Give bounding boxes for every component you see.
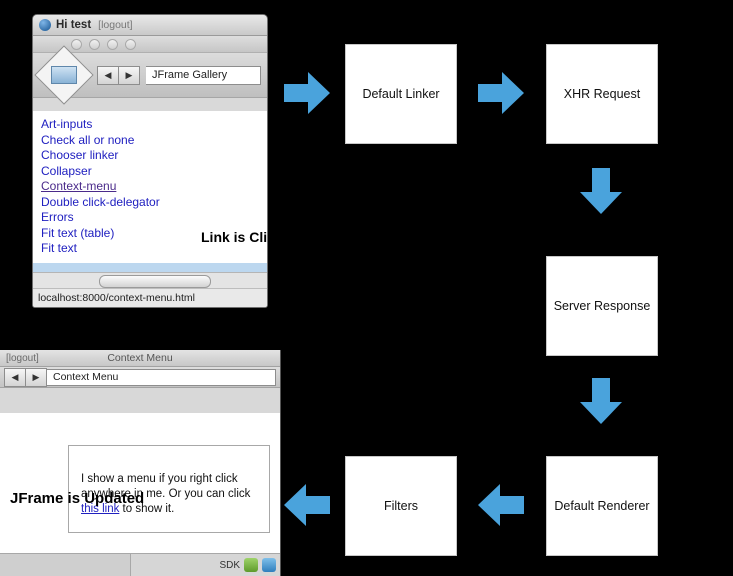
window2-toolbar: ◀ ▶ Context Menu	[0, 367, 280, 388]
status-url: localhost:8000/context-menu.html	[38, 292, 196, 304]
status-indicator-blue-icon[interactable]	[262, 558, 276, 572]
flow-box-label: Default Renderer	[554, 499, 650, 513]
flow-box-default-linker[interactable]: Default Linker	[345, 44, 457, 144]
horizontal-scrollbar[interactable]	[33, 272, 267, 289]
back-button[interactable]: ◀	[4, 367, 26, 387]
flow-box-label: Default Linker	[362, 87, 440, 101]
status-indicator-green-icon[interactable]	[244, 558, 258, 572]
gallery-link[interactable]: Chooser linker	[41, 148, 119, 162]
scrollbar-thumb[interactable]	[99, 275, 211, 288]
browser-window-top: Hi test [logout] ◀ ▶ JFrame Gallery Art-…	[32, 14, 268, 308]
address-bar[interactable]: JFrame Gallery	[146, 65, 261, 85]
window1-titlebar: Hi test [logout]	[33, 15, 267, 36]
arrow-right-2	[478, 72, 524, 114]
demo-text-part1: I show a menu if you right click anywher…	[81, 473, 251, 500]
window1-title: Hi test	[56, 19, 92, 31]
status-bar: localhost:8000/context-menu.html	[33, 288, 267, 307]
arrow-left-2	[284, 484, 330, 526]
window2-bottom-bar: SDK	[0, 553, 280, 576]
toolbar-dot-icon[interactable]	[89, 38, 100, 50]
window1-highlight-bar	[33, 263, 267, 273]
gallery-link-context-menu[interactable]: Context-menu	[41, 179, 117, 193]
gallery-link[interactable]: Double click-delegator	[41, 194, 160, 209]
arrow-right-1	[284, 72, 330, 114]
demo-inline-link[interactable]: this link	[81, 503, 120, 515]
breadcrumb[interactable]: Context Menu	[47, 368, 276, 386]
flow-box-default-renderer[interactable]: Default Renderer	[546, 456, 658, 556]
window2-page-content: I show a menu if you right click anywher…	[0, 413, 280, 533]
context-menu-demo-box[interactable]: I show a menu if you right click anywher…	[68, 445, 270, 533]
flow-box-server-response[interactable]: Server Response	[546, 256, 658, 356]
arrow-down-1	[580, 168, 622, 214]
arrow-down-2	[580, 378, 622, 424]
logout-link[interactable]: [logout]	[98, 19, 133, 31]
gallery-link[interactable]: Fit text (table)	[41, 225, 115, 240]
callout-link-is-click: Link is Click	[201, 229, 268, 245]
sdk-label: SDK	[219, 559, 240, 571]
arrow-left-1	[478, 484, 524, 526]
window2-secondary-bar	[0, 388, 280, 415]
gallery-link[interactable]: Errors	[41, 210, 74, 224]
bottom-bar-segment	[0, 554, 131, 576]
flow-box-xhr-request[interactable]: XHR Request	[546, 44, 658, 144]
gallery-link[interactable]: Collapser	[41, 163, 92, 178]
window2-titlebar: [logout] Context Menu	[0, 350, 280, 367]
back-button[interactable]: ◀	[97, 65, 119, 85]
nav-buttons: ◀ ▶	[97, 65, 140, 85]
window1-toolbar-nav: ◀ ▶ JFrame Gallery	[33, 45, 267, 105]
gallery-link[interactable]: Fit text	[41, 241, 78, 255]
toolbar-dot-icon[interactable]	[107, 38, 118, 50]
window2-title: Context Menu	[107, 352, 173, 364]
toolbar-dot-icon[interactable]	[71, 38, 82, 50]
toolbar-dot-icon[interactable]	[125, 38, 136, 50]
gallery-link[interactable]: Check all or none	[41, 132, 135, 147]
flow-box-filters[interactable]: Filters	[345, 456, 457, 556]
flow-box-label: Server Response	[553, 299, 651, 313]
flow-box-label: XHR Request	[563, 87, 641, 101]
forward-button[interactable]: ▶	[119, 65, 140, 85]
window1-toolbar-dots	[33, 36, 267, 53]
window1-page-content: Art-inputs Check all or none Chooser lin…	[33, 111, 267, 273]
browser-window-bottom: [logout] Context Menu ◀ ▶ Context Menu I…	[0, 350, 281, 576]
flow-box-label: Filters	[383, 499, 419, 513]
forward-button[interactable]: ▶	[26, 367, 47, 387]
gallery-app-icon	[34, 45, 94, 105]
demo-text-part2: to show it.	[119, 503, 175, 515]
app-logo-icon	[39, 19, 51, 31]
callout-jframe-is-updated: JFrame is Updated	[10, 490, 145, 507]
gallery-app-icon-inner	[51, 66, 77, 84]
logout-link[interactable]: [logout]	[6, 352, 39, 364]
gallery-link[interactable]: Art-inputs	[41, 117, 93, 131]
